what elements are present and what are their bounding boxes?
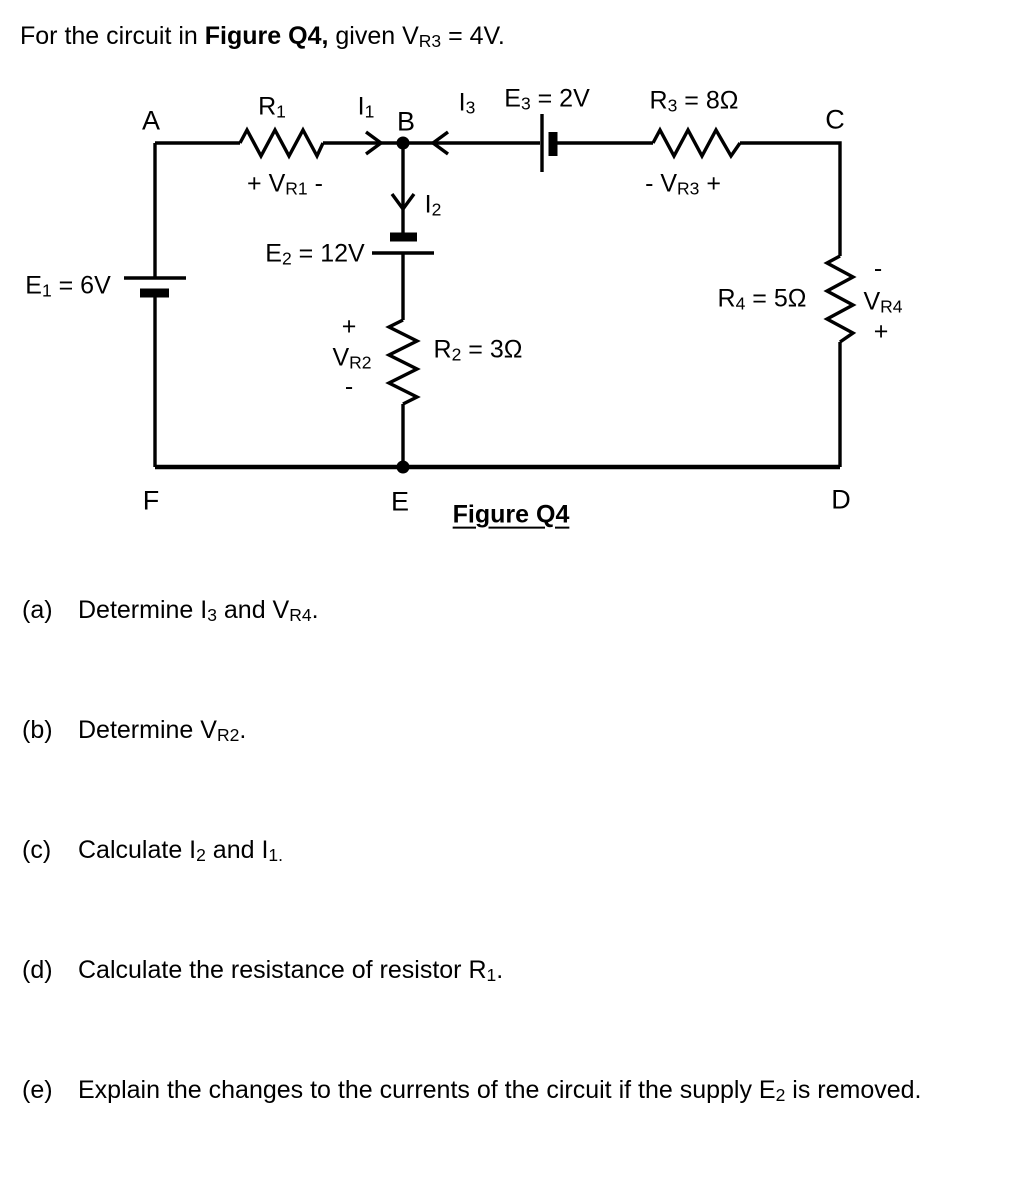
current-i2-label: I2 xyxy=(424,190,442,220)
battery-e1-symbol xyxy=(124,276,186,298)
resistor-r2-symbol xyxy=(385,318,421,406)
voltage-vr3-polarity-label: - VR3 + xyxy=(645,169,721,199)
voltage-vr2-plus-sign: + xyxy=(341,312,357,341)
question-a: (a) Determine I3 and VR4. xyxy=(22,596,319,625)
current-arrow-i1-icon xyxy=(364,130,384,156)
question-c: (c) Calculate I2 and I1. xyxy=(22,836,283,865)
voltage-vr1-polarity-label: + VR1 - xyxy=(247,169,323,199)
node-label-f: F xyxy=(142,485,160,516)
current-arrow-i2-icon xyxy=(390,192,416,212)
voltage-vr2-minus-sign: - xyxy=(344,372,354,401)
node-label-d: D xyxy=(831,484,851,515)
circuit-wires xyxy=(153,141,842,470)
node-label-b: B xyxy=(396,106,416,137)
circuit-diagram xyxy=(124,114,857,474)
node-label-a: A xyxy=(141,105,161,136)
junction-dot-b xyxy=(396,136,410,150)
resistor-r1-label: R1 xyxy=(258,92,286,122)
source-e1-label: E1 = 6V xyxy=(25,271,111,301)
question-d-text: Calculate the resistance of resistor R1. xyxy=(78,956,504,985)
source-e2-label: E2 = 12V xyxy=(265,239,365,269)
voltage-vr4-minus-sign: - xyxy=(873,254,883,283)
voltage-vr4-label: VR4 xyxy=(863,287,903,317)
voltage-vr4-plus-sign: + xyxy=(873,317,889,346)
question-a-id: (a) xyxy=(22,596,53,624)
question-e-text: Explain the changes to the currents of t… xyxy=(78,1076,922,1105)
source-e3-label: E3 = 2V xyxy=(504,84,590,114)
current-i3-label: I3 xyxy=(458,88,476,118)
problem-statement: For the circuit in Figure Q4, given VR3 … xyxy=(20,22,505,51)
question-b-text: Determine VR2. xyxy=(78,716,247,745)
resistor-r1-symbol xyxy=(238,126,325,160)
current-i1-label: I1 xyxy=(357,92,375,122)
node-label-c: C xyxy=(825,104,845,135)
node-label-e: E xyxy=(390,486,410,517)
battery-e2-symbol xyxy=(372,232,434,255)
resistor-r4-symbol xyxy=(823,254,857,344)
resistor-r4-label: R4 = 5Ω xyxy=(717,284,807,314)
junction-dot-e xyxy=(396,460,410,474)
question-c-text: Calculate I2 and I1. xyxy=(78,836,284,865)
voltage-vr2-label: VR2 xyxy=(332,343,372,373)
question-a-text: Determine I3 and VR4. xyxy=(78,596,319,625)
resistor-r2-label: R2 = 3Ω xyxy=(433,335,523,365)
current-arrow-i3-icon xyxy=(430,130,450,156)
question-e: (e) Explain the changes to the currents … xyxy=(22,1076,922,1105)
question-b-id: (b) xyxy=(22,716,53,744)
wire-r3-to-c-to-r4 xyxy=(740,141,842,256)
question-e-id: (e) xyxy=(22,1076,53,1104)
resistor-r3-label: R3 = 8Ω xyxy=(649,86,739,116)
question-d-id: (d) xyxy=(22,956,53,984)
resistor-r3-symbol xyxy=(651,126,742,160)
question-b: (b) Determine VR2. xyxy=(22,716,246,745)
figure-caption: Figure Q4 xyxy=(452,500,570,529)
question-c-id: (c) xyxy=(22,836,52,864)
question-d: (d) Calculate the resistance of resistor… xyxy=(22,956,503,985)
battery-e3-symbol xyxy=(540,114,558,172)
